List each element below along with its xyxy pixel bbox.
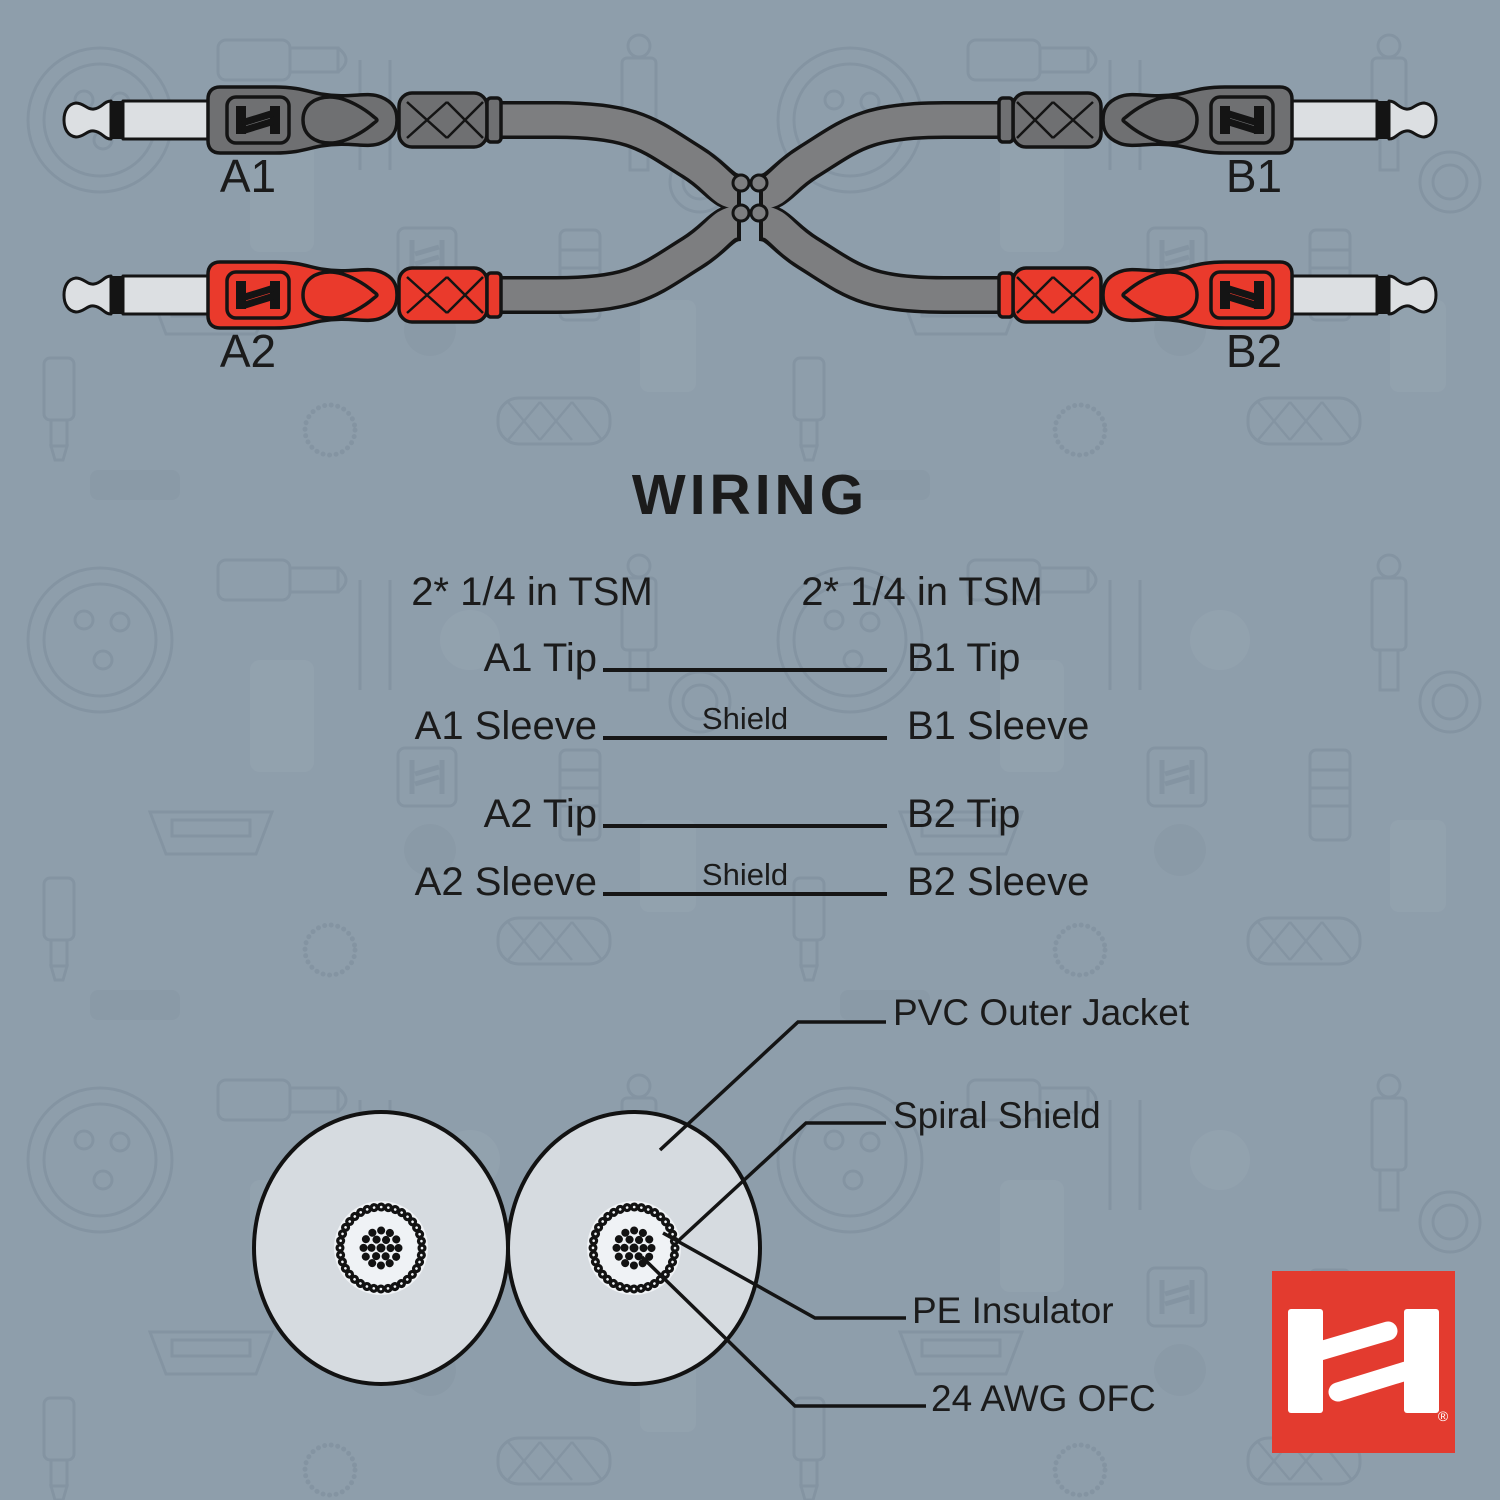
leader-line-jacket xyxy=(658,1020,886,1152)
wiring-connection-line xyxy=(603,824,887,828)
wiring-connection-line xyxy=(603,892,887,896)
wiring-left-header: 2* 1/4 in TSM xyxy=(411,570,653,614)
wiring-left-label: A1 Sleeve xyxy=(414,704,597,748)
leader-line-conductor xyxy=(640,1255,926,1408)
label-a1: A1 xyxy=(220,150,276,202)
ts-plug-a2 xyxy=(64,262,501,328)
wiring-connection: Shield xyxy=(597,859,893,905)
wiring-via-label: Shield xyxy=(701,857,789,892)
conductor-strands xyxy=(359,1226,403,1270)
wiring-title: WIRING xyxy=(631,463,869,527)
label-b1: B1 xyxy=(1226,150,1282,202)
wiring-right-label: B2 Sleeve xyxy=(907,860,1090,904)
ts-plug-a1 xyxy=(64,87,501,153)
hosa-h-icon xyxy=(1288,1309,1439,1413)
label-b2: B2 xyxy=(1226,325,1282,377)
conductor-strands xyxy=(612,1226,656,1270)
conductor-label: 24 AWG OFC xyxy=(931,1378,1156,1419)
wiring-connection-line xyxy=(603,668,887,672)
wiring-row-sleeve-2: A2 Sleeve Shield B2 Sleeve xyxy=(377,853,1157,905)
wiring-via-label: Shield xyxy=(701,701,789,736)
y-cable xyxy=(420,101,1080,314)
wiring-left-label: A2 Tip xyxy=(483,792,597,836)
leader-line-insulator xyxy=(662,1231,906,1320)
ts-plug-b2 xyxy=(999,262,1436,328)
jacket-label: PVC Outer Jacket xyxy=(893,992,1190,1033)
wiring-connection: Shield xyxy=(597,703,893,749)
wiring-connection-line xyxy=(603,736,887,740)
label-a2: A2 xyxy=(220,325,276,377)
wiring-left-label: A2 Sleeve xyxy=(414,860,597,904)
wiring-connection xyxy=(597,823,893,837)
wiring-right-label: B1 Sleeve xyxy=(907,704,1090,748)
cross-section-left-core xyxy=(334,1201,428,1295)
wiring-row-tip-1: A1 Tip B1 Tip xyxy=(377,629,1157,681)
wiring-right-label: B1 Tip xyxy=(907,636,1021,680)
wiring-row-tip-2: A2 Tip B2 Tip xyxy=(377,785,1157,837)
wiring-right-header: 2* 1/4 in TSM xyxy=(801,570,1043,614)
hosa-logo: ® xyxy=(1272,1271,1455,1453)
wiring-left-label: A1 Tip xyxy=(483,636,597,680)
cable-illustration: A1 A2 B1 B2 xyxy=(0,0,1500,377)
registered-mark: ® xyxy=(1438,1408,1449,1424)
wiring-right-label: B2 Tip xyxy=(907,792,1021,836)
shield-label: Spiral Shield xyxy=(893,1095,1101,1136)
cable-cross-section xyxy=(252,1020,926,1408)
insulator-label: PE Insulator xyxy=(912,1290,1114,1331)
wiring-row-sleeve-1: A1 Sleeve Shield B1 Sleeve xyxy=(377,697,1157,749)
cable-break-ends xyxy=(731,173,769,223)
ts-plug-b1 xyxy=(999,87,1436,153)
leader-line-shield xyxy=(675,1121,886,1244)
wiring-connection xyxy=(597,667,893,681)
